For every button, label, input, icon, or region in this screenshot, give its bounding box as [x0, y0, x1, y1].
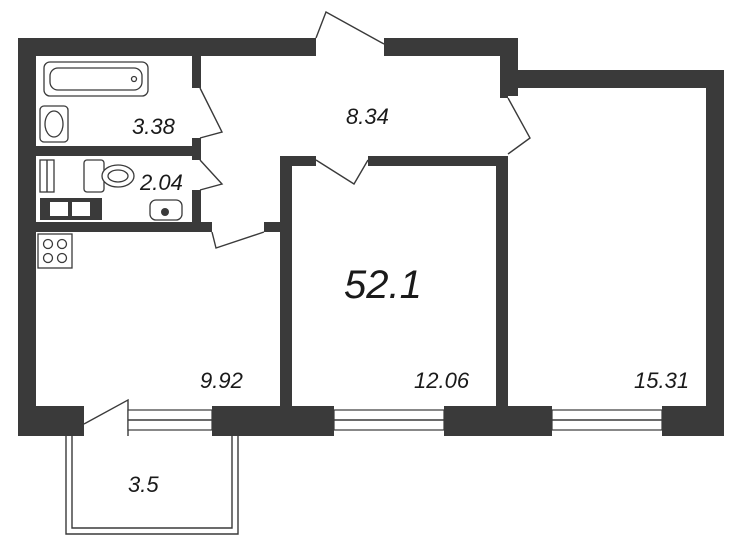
interior-walls — [36, 56, 508, 436]
hand-sink-icon — [149, 199, 183, 221]
total-area: 52.1 — [344, 263, 422, 307]
area-labels: 3.38 8.34 2.04 52.1 9.92 12.06 15.31 3.5 — [128, 104, 689, 497]
middle-room-area: 12.06 — [414, 368, 470, 393]
stove-icon — [37, 233, 73, 269]
bathroom-area: 3.38 — [132, 114, 176, 139]
bathtub-icon — [43, 61, 149, 97]
cabinet-icon — [40, 198, 102, 220]
balcony-area: 3.5 — [128, 472, 159, 497]
toilet-door — [199, 159, 224, 191]
sink-icon — [39, 105, 69, 143]
kitchen-door — [211, 231, 265, 249]
toilet-area: 2.04 — [139, 170, 183, 195]
right-room-area: 15.31 — [634, 368, 689, 393]
entrance-door — [315, 10, 385, 45]
water-heater-icon — [39, 159, 55, 193]
balcony — [65, 436, 239, 535]
windows — [127, 409, 663, 431]
kitchen-area: 9.92 — [200, 368, 243, 393]
right-room-door — [507, 97, 531, 155]
fixtures — [37, 61, 183, 269]
toilet-icon — [83, 159, 135, 193]
hall-area: 8.34 — [346, 104, 389, 129]
middle-room-door — [315, 159, 369, 185]
doors — [83, 10, 531, 436]
balcony-door — [83, 398, 129, 436]
bathroom-door — [199, 87, 224, 139]
outer-walls — [18, 38, 724, 436]
